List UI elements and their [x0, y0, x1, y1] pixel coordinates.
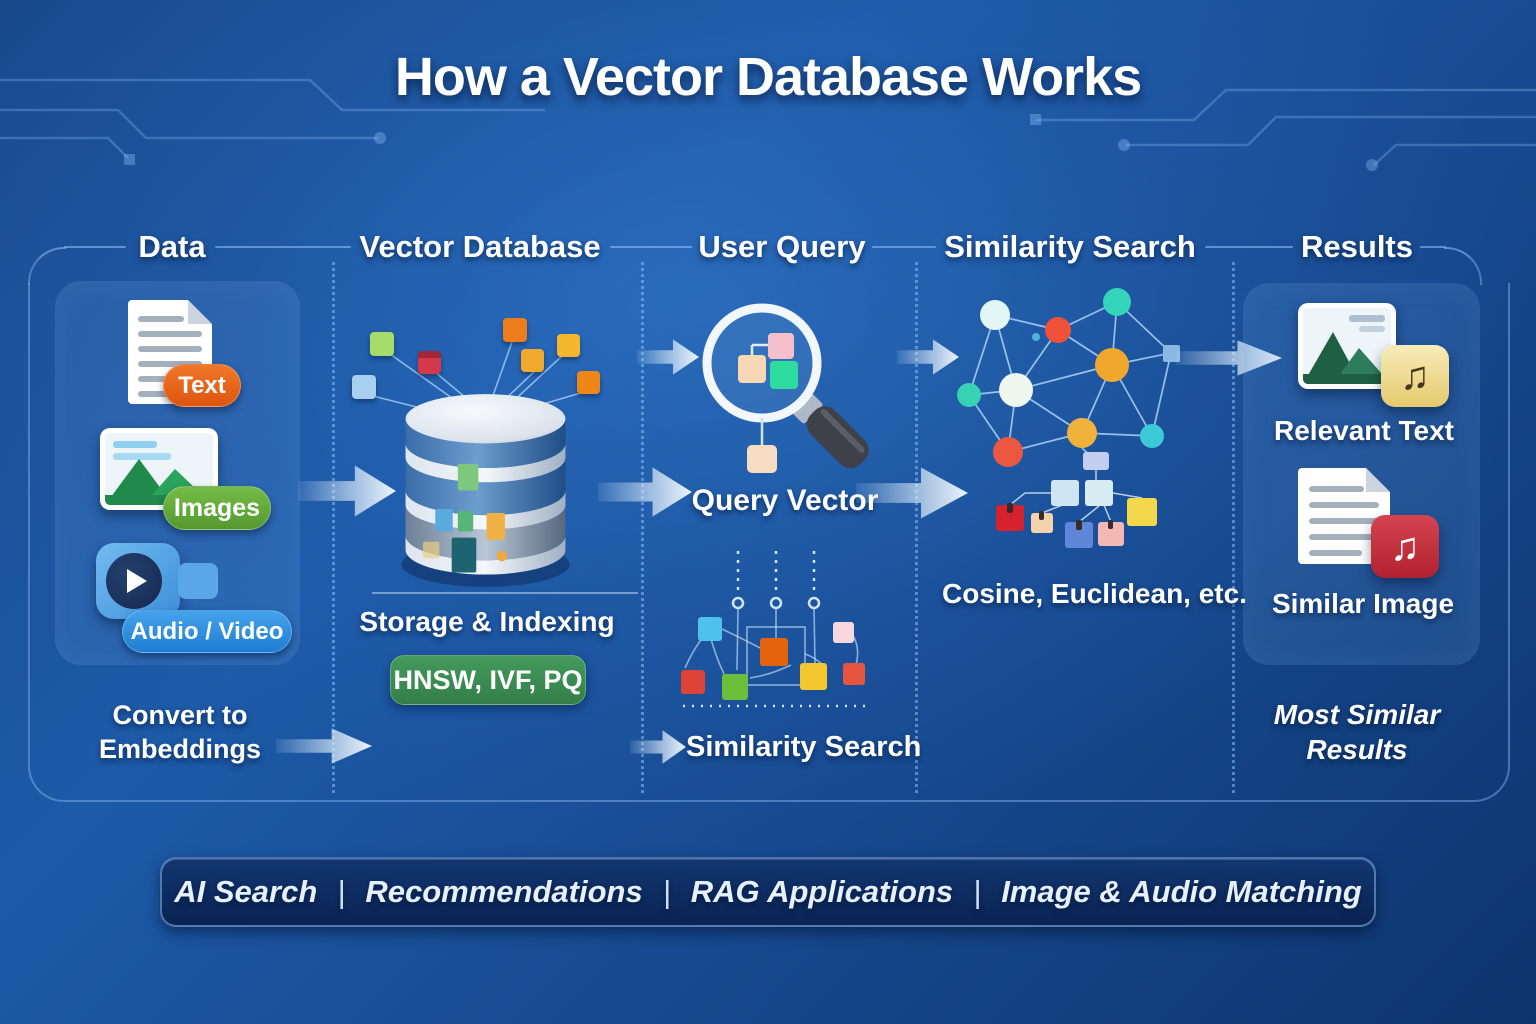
- embedding-square: [557, 334, 580, 357]
- query-cluster-diagram: [681, 551, 867, 708]
- header-line: [215, 246, 351, 248]
- circuit-trace-top-right: [1030, 88, 1536, 171]
- column-header-results: Results: [1301, 229, 1413, 264]
- embedding-square: [370, 332, 394, 356]
- query-vector-caption: Query Vector: [691, 484, 879, 517]
- embedding-square: [577, 371, 600, 394]
- column-header-data: Data: [138, 229, 206, 264]
- db-divider-line: [372, 592, 638, 594]
- audio-note-badge-yellow: ♫: [1381, 345, 1449, 407]
- audio-video-icon: [96, 543, 218, 619]
- separator: |: [973, 874, 982, 909]
- similar-image-caption: Similar Image: [1271, 588, 1455, 619]
- query-magnifier-icon: [702, 303, 869, 473]
- use-case-rag: RAG Applications: [690, 874, 954, 909]
- use-case-image-audio: Image & Audio Matching: [1001, 874, 1362, 909]
- page-title: How a Vector Database Works: [394, 47, 1142, 107]
- images-badge: Images: [163, 486, 271, 530]
- most-similar-results-caption: Most Similar Results: [1273, 699, 1441, 765]
- main-frame: [28, 283, 1510, 802]
- circuit-trace-top-left: [0, 78, 545, 165]
- column-header-vector-database: Vector Database: [359, 229, 601, 264]
- database-icon: [401, 394, 570, 587]
- music-note-icon: ♫: [1400, 354, 1430, 398]
- embedding-square: [352, 375, 376, 399]
- header-line: [1205, 246, 1293, 248]
- index-methods-badge: HNSW, IVF, PQ: [390, 655, 586, 705]
- header-line: [610, 246, 692, 248]
- header-line: [64, 246, 126, 248]
- use-cases-bar: AI Search | Recommendations | RAG Applic…: [160, 857, 1376, 927]
- frame-corner-top-left: [28, 247, 66, 285]
- header-line: [872, 246, 936, 248]
- column-header-similarity-search: Similarity Search: [944, 229, 1196, 264]
- column-separator: [641, 262, 644, 793]
- embedding-square: [503, 318, 527, 342]
- separator: |: [337, 874, 346, 909]
- use-case-ai-search: AI Search: [174, 874, 318, 909]
- result-image-icon: [1298, 303, 1396, 389]
- embedding-square: [418, 351, 441, 374]
- similarity-search-caption: Similarity Search: [686, 731, 922, 763]
- frame-corner-top-right: [1444, 247, 1482, 285]
- storage-indexing-caption: Storage & Indexing: [359, 606, 615, 637]
- text-badge: Text: [163, 364, 241, 407]
- column-separator: [915, 262, 918, 793]
- audio-video-badge: Audio / Video: [122, 610, 292, 653]
- use-case-recommendations: Recommendations: [365, 874, 643, 909]
- distance-metrics-caption: Cosine, Euclidean, etc.: [942, 578, 1247, 609]
- camera-wing-icon: [178, 563, 218, 599]
- relevant-text-caption: Relevant Text: [1274, 415, 1454, 446]
- embedding-square: [521, 349, 544, 372]
- play-icon: [127, 569, 147, 593]
- similarity-network-diagram: [957, 288, 1180, 548]
- separator: |: [662, 874, 671, 909]
- column-separator: [332, 262, 335, 793]
- music-note-icon: ♫: [1390, 524, 1420, 569]
- header-line: [1420, 246, 1446, 248]
- column-header-user-query: User Query: [698, 229, 866, 264]
- audio-note-badge-red: ♫: [1371, 515, 1439, 578]
- convert-embeddings-caption: Convert to Embeddings: [98, 700, 261, 764]
- column-separator: [1232, 262, 1235, 793]
